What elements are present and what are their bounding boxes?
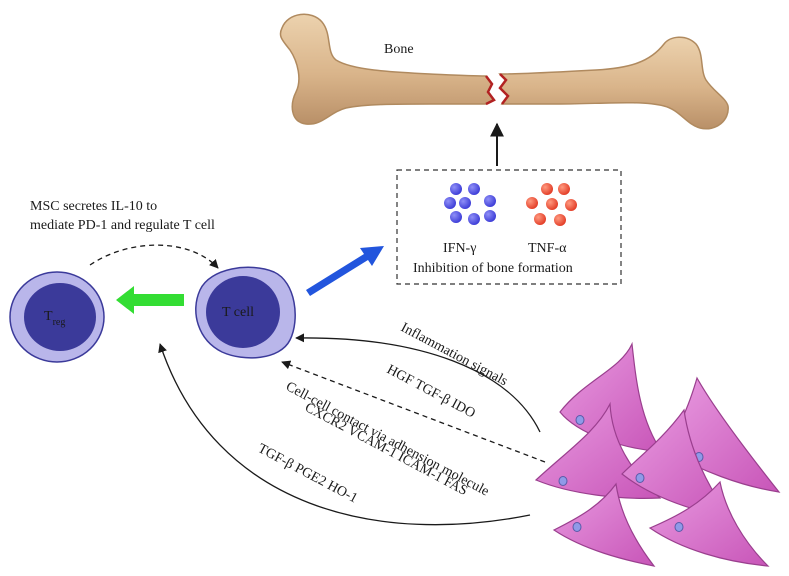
- hgf-label: HGF TGF-β IDO: [384, 362, 477, 421]
- green-arrow: [116, 286, 184, 314]
- bone-illustration: Bone: [279, 13, 729, 130]
- msc-cell: [621, 408, 732, 519]
- msc-cell: [648, 480, 770, 567]
- contact-dashed-arrow: [281, 360, 546, 463]
- cytokine-box-frame: [396, 169, 622, 285]
- fracture-left: [485, 75, 496, 106]
- ifn-gamma-dots: [444, 183, 496, 225]
- il10-dashed-arrow: [89, 244, 219, 269]
- ifn-gamma-label: IFN-γ: [443, 241, 476, 256]
- bone-right-half: [498, 36, 729, 130]
- tgf-arrow: [158, 343, 531, 526]
- msc-note-line1: MSC secretes IL-10 to: [30, 199, 157, 214]
- fracture-right: [498, 73, 510, 105]
- tgf-pge2-label: TGF-β PGE2 HO-1: [255, 441, 360, 506]
- t-cell: T cell: [195, 266, 296, 359]
- t-cell-nucleus: [206, 276, 280, 348]
- cytokine-box: IFN-γ TNF-α Inhibition of bone formation: [396, 169, 622, 285]
- inhibition-caption: Inhibition of bone formation: [413, 261, 573, 276]
- inflammation-arrow: [295, 333, 541, 433]
- bone-label: Bone: [384, 42, 414, 57]
- bone-left-half: [279, 13, 496, 125]
- t-cell-label: T cell: [222, 305, 254, 320]
- msc-note-line2: mediate PD-1 and regulate T cell: [30, 218, 215, 233]
- treg-label: Treg: [44, 309, 65, 328]
- treg-main: T: [44, 309, 53, 324]
- msc-cell: [552, 482, 656, 567]
- tnf-alpha-label: TNF-α: [528, 241, 567, 256]
- blue-arrow: [306, 246, 384, 296]
- treg-cell: Treg: [9, 271, 105, 363]
- msc-cluster: [534, 341, 781, 567]
- treg-sub: reg: [53, 317, 66, 328]
- tnf-alpha-dots: [526, 183, 577, 226]
